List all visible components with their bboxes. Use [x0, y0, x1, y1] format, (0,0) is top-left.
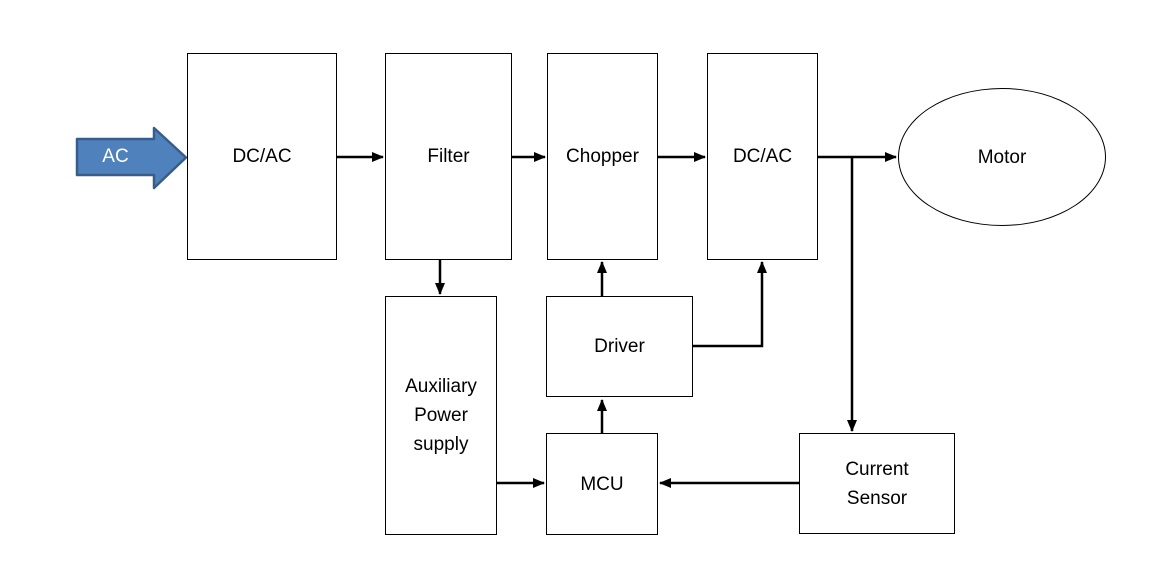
- block-current-sensor: Current Sensor: [799, 433, 955, 534]
- block-mcu-label: MCU: [580, 473, 624, 495]
- block-current-sensor-label: Current Sensor: [845, 458, 909, 509]
- ac-input-arrow: [75, 126, 188, 190]
- block-mcu: MCU: [546, 433, 658, 535]
- block-filter: Filter: [385, 53, 512, 260]
- block-chopper-label: Chopper: [566, 146, 639, 167]
- arrow-driver-to-dcac-output: [693, 261, 767, 348]
- block-auxiliary-power-supply: Auxiliary Power supply: [385, 296, 497, 535]
- block-filter-label: Filter: [427, 146, 470, 167]
- block-dcac-input-label: DC/AC: [232, 146, 292, 167]
- block-driver: Driver: [546, 296, 693, 397]
- block-auxiliary-power-supply-label: Auxiliary Power supply: [405, 376, 477, 455]
- motor-label: Motor: [977, 146, 1027, 168]
- ac-input-label: AC: [102, 146, 129, 167]
- motor-ellipse: Motor: [898, 88, 1106, 226]
- block-dcac-input: DC/AC: [187, 53, 337, 260]
- block-chopper: Chopper: [547, 53, 658, 260]
- block-dcac-output-label: DC/AC: [732, 146, 793, 167]
- block-dcac-output: DC/AC: [707, 53, 818, 260]
- block-driver-label: Driver: [594, 336, 645, 357]
